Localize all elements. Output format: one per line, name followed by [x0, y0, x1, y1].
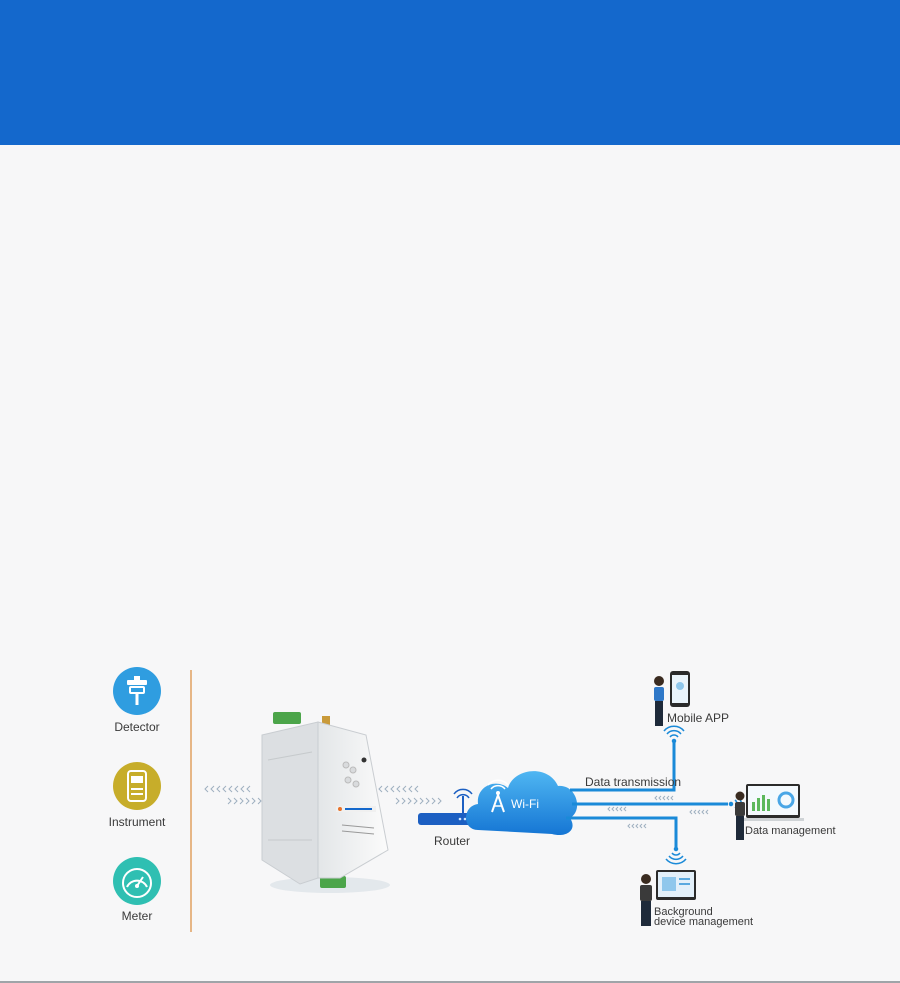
signal-icon-mobile — [663, 725, 685, 744]
background-management-icon — [640, 870, 696, 926]
router-label: Router — [434, 834, 471, 848]
wifi-label: Wi-Fi — [511, 797, 539, 811]
instrument-label: Instrument — [108, 815, 166, 829]
bottom-divider — [0, 981, 900, 983]
data-transmission-label: Data transmission — [585, 775, 682, 789]
detector-icon — [113, 667, 161, 715]
background-label-line2: device management — [654, 916, 754, 928]
detector-label: Detector — [114, 720, 160, 734]
meter-label: Meter — [121, 909, 153, 923]
data-links — [566, 742, 728, 848]
meter-icon — [113, 857, 161, 905]
wifi-cloud-icon — [466, 771, 578, 836]
data-management-icon — [735, 784, 804, 840]
signal-icon-background — [665, 846, 687, 865]
mobile-app-icon — [654, 671, 690, 726]
diagram-background — [0, 500, 900, 983]
din-rail-converter-icon — [261, 712, 390, 893]
background-label-line1: Background — [654, 906, 713, 918]
ethernet-link-arrows — [372, 785, 442, 805]
serial-link-arrows — [204, 785, 274, 805]
data-link-chevrons — [607, 795, 709, 829]
header-banner — [0, 0, 900, 145]
instrument-icon — [113, 762, 161, 810]
mobile-app-label: Mobile APP — [667, 711, 730, 725]
data-management-label: Data management — [745, 825, 836, 837]
